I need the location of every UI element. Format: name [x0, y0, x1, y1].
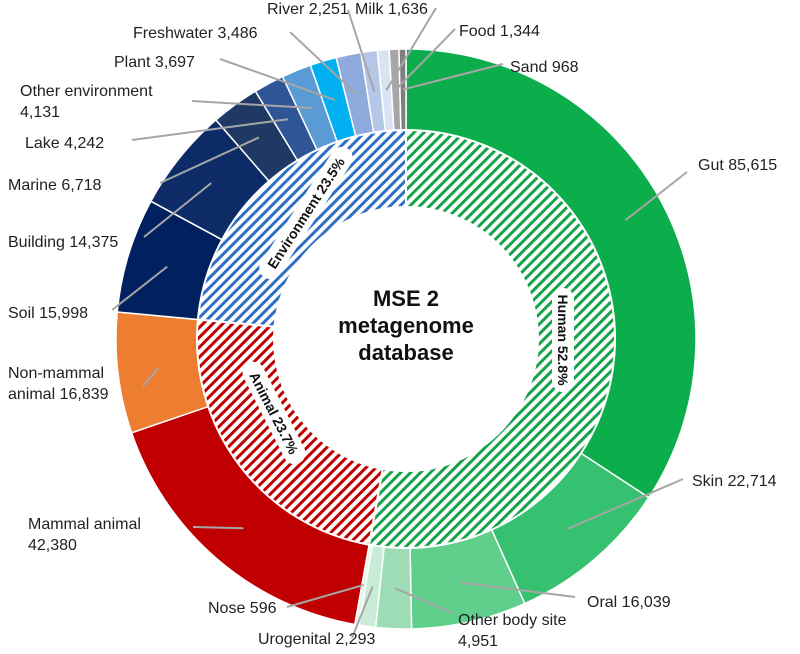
label-gut: Gut 85,615 [698, 157, 777, 174]
chart-title-line-3: database [358, 340, 453, 365]
label-mammal-animal: Mammal animal [28, 516, 141, 533]
label-other-environment: Other environment [20, 83, 153, 100]
leader-line-river [347, 9, 376, 92]
label-non-mammal-animal-line-2: animal 16,839 [8, 386, 109, 403]
inner-label-text-human: Human 52.8% [555, 294, 571, 386]
leader-line-urogenital [351, 585, 374, 639]
label-lake: Lake 4,242 [25, 135, 104, 152]
label-marine: Marine 6,718 [8, 177, 101, 194]
leader-line-non-mammal-animal [142, 367, 159, 387]
chart-title-line-1: MSE 2 [373, 286, 439, 311]
leader-line-plant [219, 58, 336, 101]
label-plant: Plant 3,697 [114, 54, 195, 71]
leader-line-milk [385, 7, 437, 91]
label-soil: Soil 15,998 [8, 305, 88, 322]
leader-line-marine [159, 136, 260, 184]
label-building: Building 14,375 [8, 234, 118, 251]
label-milk: Milk 1,636 [355, 1, 428, 18]
label-river: River 2,251 [267, 1, 349, 18]
inner-label-bg-animal [242, 361, 306, 465]
leader-lines [111, 7, 688, 639]
leader-line-sand [402, 63, 504, 91]
leader-line-oral [460, 581, 576, 598]
label-food: Food 1,344 [459, 23, 540, 40]
label-freshwater: Freshwater 3,486 [133, 25, 258, 42]
label-other-body-site: Other body site [458, 612, 567, 629]
label-oral: Oral 16,039 [587, 594, 671, 611]
label-sand: Sand 968 [510, 59, 579, 76]
label-non-mammal-animal: Non-mammal [8, 365, 104, 382]
leader-line-gut [624, 171, 688, 222]
leader-line-food [395, 28, 456, 91]
inner-slice-human [367, 128, 616, 549]
label-urogenital: Urogenital 2,293 [258, 631, 376, 648]
label-other-body-site-line-2: 4,951 [458, 633, 498, 650]
label-nose: Nose 596 [208, 600, 277, 617]
label-skin: Skin 22,714 [692, 473, 777, 490]
chart-title-line-2: metagenome [338, 313, 474, 338]
leader-line-building [143, 182, 212, 238]
leader-line-nose [286, 583, 365, 608]
leader-line-freshwater [289, 31, 358, 96]
leader-line-lake [131, 118, 289, 141]
leader-line-skin [567, 478, 684, 530]
leader-line-soil [111, 265, 168, 311]
leader-line-mammal-animal [192, 526, 244, 530]
label-other-environment-line-2: 4,131 [20, 104, 60, 121]
label-mammal-animal-line-2: 42,380 [28, 537, 77, 554]
leader-line-other-body-site [394, 587, 453, 614]
inner-label-bg-human [552, 287, 574, 393]
chart-title: MSE 2 metagenome database [338, 286, 474, 365]
inner-label-bg-environment [259, 146, 353, 280]
leader-line-other-environment [191, 100, 312, 110]
inner-label-human: Human 52.8% [552, 287, 574, 393]
